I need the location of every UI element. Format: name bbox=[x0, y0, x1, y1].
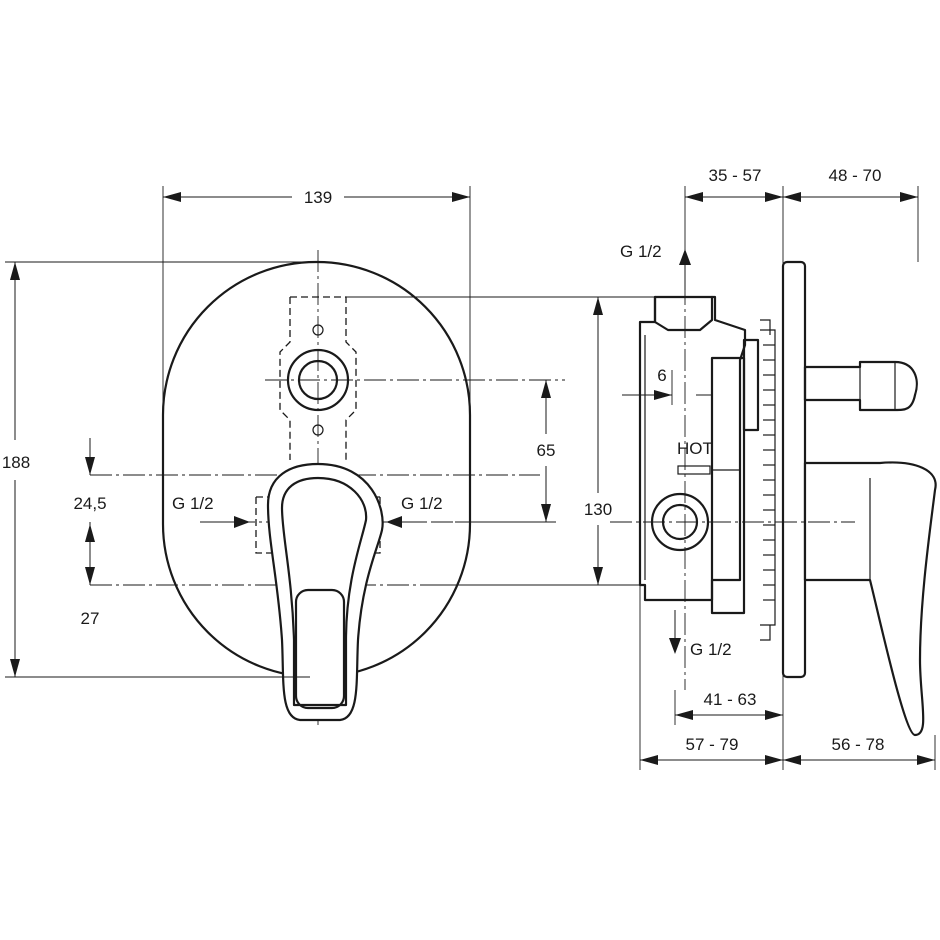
dim-139-arrow-right bbox=[452, 192, 470, 202]
dim-24-5-label: 24,5 bbox=[73, 494, 106, 513]
screw-hole-bottom bbox=[312, 424, 324, 436]
dim-48-70-label: 48 - 70 bbox=[829, 166, 882, 185]
lever-side-profile bbox=[803, 461, 937, 737]
dim-130-label: 130 bbox=[584, 500, 612, 519]
screw-hole-top bbox=[312, 324, 324, 336]
inlet-left-arrow-head bbox=[234, 516, 250, 528]
dim-130-arrow-top bbox=[593, 297, 603, 315]
dim-188-label: 188 bbox=[2, 453, 30, 472]
dim-35-57-arrow-left bbox=[685, 192, 703, 202]
mounting-plate bbox=[710, 356, 746, 615]
dim-56-78-arrow-right bbox=[917, 755, 935, 765]
dim-27-label: 27 bbox=[81, 609, 100, 628]
outlet-bottom-label: G 1/2 bbox=[690, 640, 732, 659]
hot-indicator-pin bbox=[677, 465, 711, 475]
dim-65-arrow-bottom bbox=[541, 504, 551, 522]
dim-139-label: 139 bbox=[304, 188, 332, 207]
diverter-knob bbox=[803, 360, 918, 412]
lever-grip-window bbox=[294, 588, 346, 710]
thread-teeth bbox=[763, 344, 775, 601]
dim-41-63-label: 41 - 63 bbox=[704, 690, 757, 709]
diverter-hole-inner bbox=[297, 359, 339, 401]
dim-48-70-arrow-right bbox=[900, 192, 918, 202]
dim-57-79-arrow-left bbox=[640, 755, 658, 765]
inlet-left-label: G 1/2 bbox=[172, 494, 214, 513]
dim-48-70-arrow-left bbox=[783, 192, 801, 202]
cover-plate-side bbox=[781, 260, 807, 679]
dim-27-arrow-bottom bbox=[85, 567, 95, 585]
dim-56-78-arrow-left bbox=[783, 755, 801, 765]
hidden-inlet-box bbox=[255, 496, 381, 554]
front-view: 139 188 24,5 27 65 G 1/2 G 1/2 bbox=[2, 186, 565, 725]
dim-27-arrow-top bbox=[85, 524, 95, 542]
threaded-sleeve bbox=[742, 338, 760, 432]
dim-139-arrow-left bbox=[163, 192, 181, 202]
dim-41-63-arrow-left bbox=[675, 710, 693, 720]
dim-6-arrow bbox=[654, 390, 672, 400]
outlet-top-arrow-head bbox=[679, 249, 691, 265]
inlet-right-label: G 1/2 bbox=[401, 494, 443, 513]
dim-188-arrow-bottom bbox=[10, 659, 20, 677]
dim-56-78-label: 56 - 78 bbox=[832, 735, 885, 754]
side-view: 35 - 57 48 - 70 130 6 G 1/2 HOT G 1/2 41 bbox=[346, 166, 937, 770]
inlet-right-arrow-head bbox=[386, 516, 402, 528]
dim-65-label: 65 bbox=[537, 441, 556, 460]
lever-inner-outline bbox=[280, 476, 368, 707]
thread-ring bbox=[760, 319, 776, 641]
dim-57-79-label: 57 - 79 bbox=[686, 735, 739, 754]
diverter-hole-outer bbox=[286, 348, 350, 412]
dim-57-79-arrow-right bbox=[765, 755, 783, 765]
dim-41-63-arrow-right bbox=[765, 710, 783, 720]
outlet-bottom-arrow-head bbox=[669, 638, 681, 654]
hot-label: HOT bbox=[677, 439, 713, 458]
dim-24-5-arrow bbox=[85, 457, 95, 475]
dim-130-arrow-bottom bbox=[593, 567, 603, 585]
dim-188-arrow-top bbox=[10, 262, 20, 280]
valve-body-top-cap bbox=[653, 295, 714, 332]
dim-35-57-arrow-right bbox=[765, 192, 783, 202]
dim-6-label: 6 bbox=[657, 366, 666, 385]
dim-65-arrow-top bbox=[541, 380, 551, 398]
outlet-top-label: G 1/2 bbox=[620, 242, 662, 261]
valve-body bbox=[638, 295, 747, 602]
dim-35-57-label: 35 - 57 bbox=[709, 166, 762, 185]
lever-handle bbox=[266, 462, 384, 722]
